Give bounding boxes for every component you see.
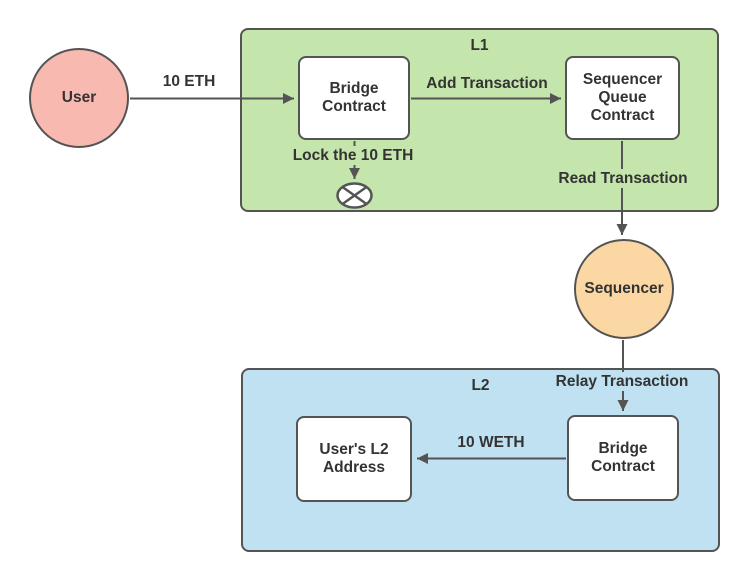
node-sequencer: Sequencer	[574, 239, 674, 339]
l1-label: L1	[470, 37, 489, 54]
edge-label-lock-the-10-eth: Lock the 10 ETH	[278, 146, 428, 166]
edge-label-10-eth: 10 ETH	[162, 73, 216, 90]
edge-label-relay-transaction: Relay Transaction	[542, 372, 702, 392]
node-users-l2-address: User's L2 Address	[296, 416, 412, 502]
node-l1-bridge-contract-label: Bridge Contract	[322, 80, 386, 115]
edge-label-read-transaction: Read Transaction	[543, 169, 703, 189]
node-user-label: User	[61, 89, 97, 107]
node-user: User	[29, 48, 129, 148]
edge-label-add-transaction: Add Transaction	[426, 75, 548, 92]
node-l2-bridge-contract-label: Bridge Contract	[591, 440, 655, 475]
node-sequencer-label: Sequencer	[584, 280, 664, 298]
node-users-l2-address-label: User's L2 Address	[319, 441, 389, 476]
node-l1-bridge-contract: Bridge Contract	[298, 56, 410, 140]
node-l2-bridge-contract: Bridge Contract	[567, 415, 679, 501]
node-sequencer-queue-contract: Sequencer Queue Contract	[565, 56, 680, 140]
node-sequencer-queue-contract-label: Sequencer Queue Contract	[582, 71, 663, 124]
edge-label-10-weth: 10 WETH	[457, 434, 525, 451]
l2-label: L2	[471, 377, 490, 394]
